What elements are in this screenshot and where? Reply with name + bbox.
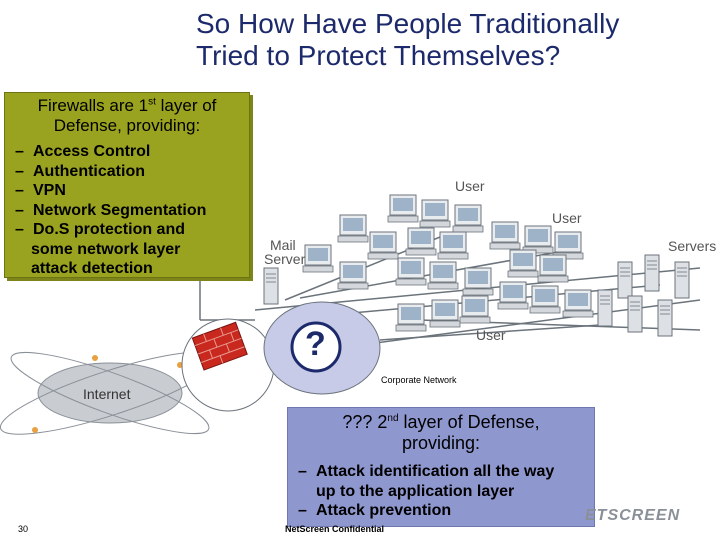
title-line-1: So How Have People Traditionally	[196, 8, 620, 39]
second-layer-list: –Attack identification all the way up to…	[288, 462, 594, 521]
confidential-notice: NetScreen Confidential	[285, 524, 385, 534]
dash: –	[298, 463, 307, 480]
server-towers	[597, 254, 690, 337]
page-title: So How Have People Traditionally Tried t…	[196, 8, 716, 72]
heading-text-a: ??? 2	[342, 412, 388, 432]
list-item-continuation: attack detection	[11, 259, 249, 279]
user-label-top: User	[455, 178, 485, 194]
heading-line-2: Defense, providing:	[53, 116, 201, 135]
heading-text-b: layer of	[155, 96, 217, 115]
question-mark-icon	[290, 321, 342, 373]
mail-server-icon	[263, 267, 279, 305]
second-layer-heading: ??? 2nd layer of Defense, providing:	[288, 412, 594, 454]
user-label-bottom: User	[476, 327, 506, 343]
firewall-feature-list: –Access Control –Authentication –VPN –Ne…	[5, 142, 249, 279]
item-text: some network layer	[31, 240, 181, 258]
list-item: –Attack prevention	[298, 501, 594, 521]
dash: –	[15, 221, 24, 238]
heading-sup: nd	[387, 413, 399, 424]
item-text: attack detection	[31, 260, 153, 277]
item-text: Network Segmentation	[33, 201, 207, 219]
user-label-mid: User	[552, 210, 582, 226]
list-item-continuation: up to the application layer	[298, 482, 594, 502]
heading-line-2: providing:	[401, 433, 481, 453]
corporate-network-label: Corporate Network	[381, 375, 457, 385]
item-text: Authentication	[33, 162, 145, 180]
dash: –	[15, 182, 24, 199]
item-text: Access Control	[33, 143, 151, 160]
heading-text-b: layer of Defense,	[398, 412, 540, 432]
mail-label-line-2: Server	[264, 251, 306, 267]
title-line-2: Tried to Protect Themselves?	[196, 40, 561, 71]
list-item: –Do.S protection and	[11, 220, 249, 240]
item-text: Do.S protection and	[33, 221, 185, 238]
netscreen-logo: ETSCREEN	[585, 507, 681, 524]
dash: –	[298, 502, 307, 519]
list-item: –Network Segmentation	[11, 201, 249, 221]
dash: –	[15, 162, 24, 180]
servers-label: Servers	[668, 238, 717, 254]
dash: –	[15, 201, 24, 219]
firewall-callout: Firewalls are 1st layer of Defense, prov…	[4, 92, 250, 278]
list-item: –Authentication	[11, 162, 249, 182]
question-mark-glyph: ?	[305, 325, 326, 363]
dash: –	[15, 143, 24, 160]
item-text: Attack prevention	[316, 502, 452, 519]
list-item-continuation: some network layer	[11, 240, 249, 260]
heading-sup: st	[148, 96, 156, 108]
heading-text-a: Firewalls are 1	[37, 96, 149, 115]
item-text: Attack identification all the way	[316, 463, 555, 480]
item-text: VPN	[33, 182, 66, 199]
page-number: 30	[18, 524, 29, 534]
second-layer-callout: ??? 2nd layer of Defense, providing: –At…	[287, 407, 595, 527]
firewall-callout-heading: Firewalls are 1st layer of Defense, prov…	[5, 96, 249, 136]
item-text: up to the application layer	[316, 482, 515, 500]
firewall-icon	[191, 321, 248, 371]
internet-label: Internet	[83, 386, 131, 402]
list-item: –Access Control	[11, 142, 249, 162]
list-item: –VPN	[11, 181, 249, 201]
mail-label-line-1: Mail	[270, 237, 296, 253]
list-item: –Attack identification all the way	[298, 462, 594, 482]
mail-server-label: Mail Server	[264, 237, 305, 266]
